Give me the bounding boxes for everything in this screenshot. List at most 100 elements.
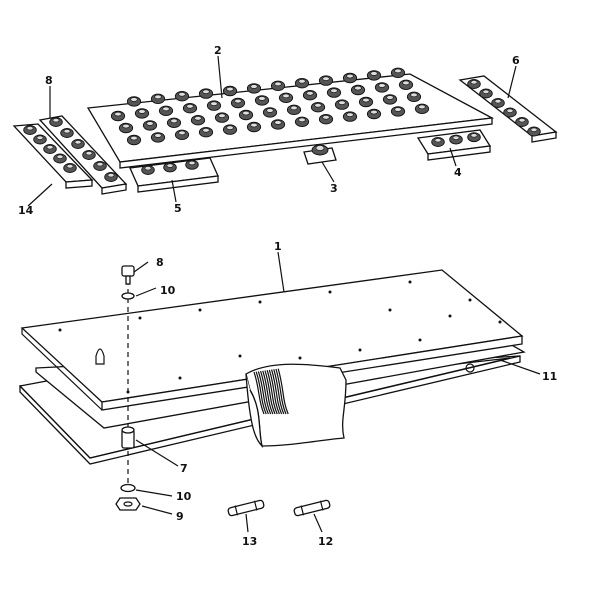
key-cap-top (470, 80, 478, 85)
key-cap-top (66, 164, 74, 169)
key-cap-top (282, 93, 290, 99)
key-cap-top (402, 80, 410, 86)
ribbon-ridge (277, 368, 289, 415)
key-strip-4 (416, 129, 492, 161)
callout-7: 7 (180, 462, 188, 475)
strip-4-keys (431, 132, 481, 147)
key-cap-top (394, 107, 402, 112)
callout-11: 11 (542, 370, 557, 383)
fuse-13 (227, 499, 265, 517)
key-cap-top (322, 115, 330, 120)
washer-10-bottom (120, 483, 136, 493)
key-cap-top (410, 92, 418, 98)
key-cap-top (470, 133, 478, 138)
board-hole (388, 308, 392, 312)
ribbon-ridge (264, 370, 276, 415)
fuse-12 (293, 499, 331, 517)
callout-8-screw: 8 (156, 256, 164, 269)
ribbon-ridge (275, 368, 287, 415)
screw-8 (121, 265, 135, 277)
board-holes (58, 280, 502, 394)
key-strip-14 (12, 123, 94, 189)
strip-6-keys (467, 79, 541, 137)
key-plate-2 (86, 67, 495, 169)
key-cap-top (218, 113, 226, 118)
key-cap-top (170, 118, 178, 124)
key-cap-top (146, 121, 154, 126)
board-hole (178, 376, 182, 380)
ribbon-ridge (260, 370, 272, 415)
key-cap-top (226, 125, 234, 130)
key-cap-top (250, 122, 258, 128)
callout-14: 14 (18, 204, 34, 217)
callout-9: 9 (176, 510, 184, 523)
key-cap-top (202, 89, 210, 94)
key-cap-top (144, 166, 152, 171)
key-cap-top (434, 138, 442, 143)
key-cap-top (226, 86, 234, 92)
board-hole (468, 298, 472, 302)
callout-6: 6 (512, 54, 520, 67)
callout-3: 3 (330, 182, 338, 195)
board-hole (138, 316, 142, 320)
key-cap-top (370, 109, 378, 115)
key-cap-top (26, 126, 34, 131)
board-hole (198, 308, 202, 312)
nut-9 (115, 497, 141, 511)
key-cap-top (452, 135, 460, 140)
key-cap-top (298, 79, 306, 84)
board-hole (258, 300, 262, 304)
key-cap-top (354, 85, 362, 91)
ribbon-ridge (257, 371, 269, 415)
ribbon-ridge (273, 369, 285, 415)
ribbon-connector (245, 363, 347, 449)
ribbon-ridge (255, 371, 267, 415)
board-hole (358, 348, 362, 352)
key-cap-top (107, 173, 115, 178)
key-cap-top (314, 103, 322, 108)
key-cap-top (74, 140, 82, 145)
key-cap-top (130, 97, 138, 102)
callout-1: 1 (274, 240, 282, 253)
key-cap-top (202, 128, 210, 133)
key-cap-top (194, 116, 202, 121)
key-cap-top (482, 89, 490, 94)
callout-2: 2 (214, 44, 222, 57)
key-cap-top (298, 117, 306, 123)
key-cap-top (52, 118, 60, 123)
key-cap-top (346, 112, 354, 117)
callout-5: 5 (174, 202, 182, 215)
key-cap-top (138, 109, 146, 114)
key-cap-top (322, 76, 330, 81)
washer-10-top (121, 292, 135, 300)
key-cap-top (178, 92, 186, 97)
key-cap-top (274, 120, 282, 125)
leader-lines (27, 55, 541, 533)
ribbon-lines (253, 368, 289, 415)
hardware-stack (115, 265, 141, 511)
callout-labels: 2 8 6 14 5 3 4 1 8 10 11 7 10 9 13 12 (18, 44, 557, 548)
key-cap-top (330, 88, 338, 93)
key-cap-top (154, 133, 162, 138)
key-strip-6 (458, 75, 558, 143)
key-cap-top (56, 154, 64, 159)
key-cap-top (166, 163, 174, 168)
single-key-plate-3 (303, 144, 337, 165)
key-strip-5 (129, 157, 219, 193)
key-cap-top (362, 97, 370, 103)
key-cap-top (346, 73, 354, 79)
key-cap-top (188, 160, 196, 166)
key-cap-top (506, 108, 514, 113)
strip-14-keys (23, 125, 77, 173)
key-cap-top (63, 129, 71, 134)
board-hole (448, 314, 452, 318)
key-cap-top (274, 81, 282, 87)
key-cap-top (370, 71, 378, 76)
key-cap-top (530, 127, 538, 132)
key-cap-top (36, 135, 44, 140)
key-cap-top (114, 111, 122, 117)
board-hole (328, 290, 332, 294)
key-cap-top (154, 94, 162, 100)
ribbon-ridge (268, 369, 280, 415)
